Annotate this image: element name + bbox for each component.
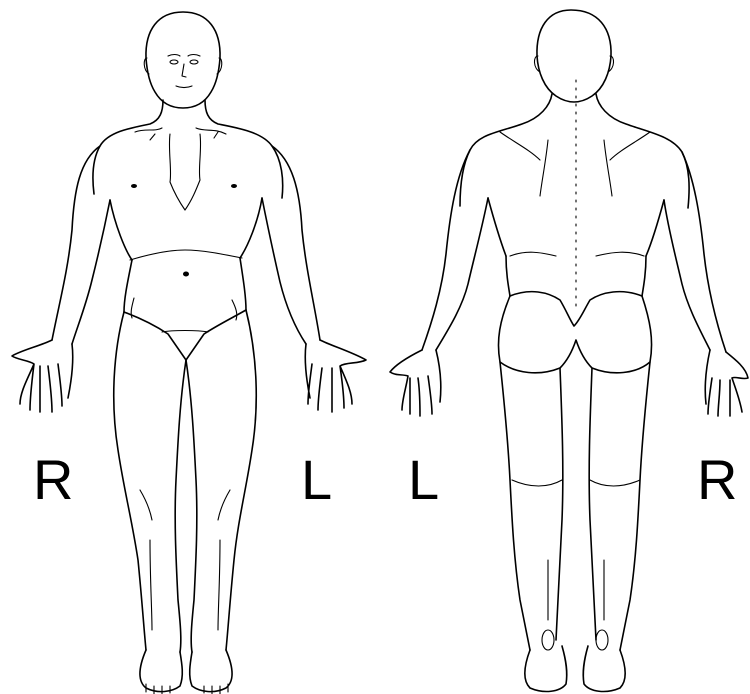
back-legs [500, 362, 650, 691]
front-left-side-label: L [301, 452, 332, 508]
back-left-side-label: L [408, 452, 439, 508]
back-torso [460, 94, 689, 373]
front-right-side-label: R [33, 452, 73, 508]
back-head [534, 10, 613, 102]
back-left-arm [390, 150, 488, 416]
back-right-arm [664, 152, 748, 416]
back-right-side-label: R [697, 452, 737, 508]
